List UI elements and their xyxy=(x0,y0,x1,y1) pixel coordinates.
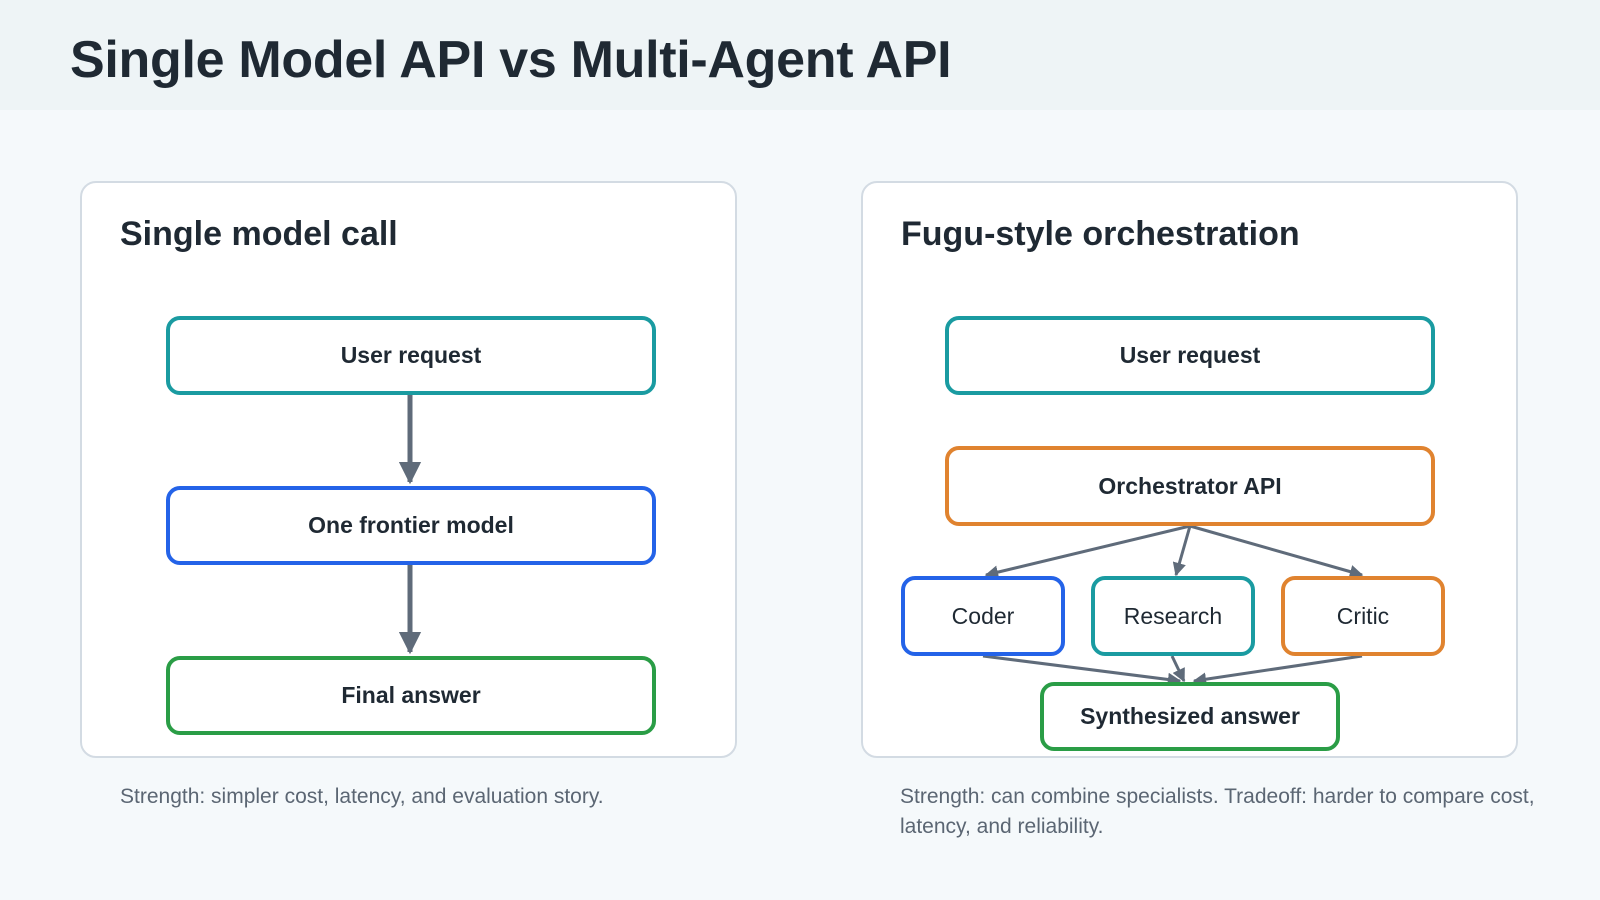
arrow-coder-to-synthesized xyxy=(982,654,1182,687)
final-answer-node: Final answer xyxy=(166,656,656,735)
left-user-request-node: User request xyxy=(166,316,656,395)
arrow-orchestrator-to-critic xyxy=(1189,524,1364,579)
synthesized-answer-node: Synthesized answer xyxy=(1040,682,1340,751)
arrow-research-to-synthesized xyxy=(1170,655,1186,683)
orchestration-caption: Strength: can combine specialists. Trade… xyxy=(900,785,1535,838)
header-band xyxy=(0,0,1600,110)
orchestration-panel-title: Fugu-style orchestration xyxy=(901,215,1300,253)
arrow-critic-to-synthesized xyxy=(1192,654,1363,686)
research-agent-node: Research xyxy=(1091,576,1255,656)
page-title: Single Model API vs Multi-Agent API xyxy=(70,31,952,89)
coder-agent-node: Coder xyxy=(901,576,1065,656)
single-model-caption: Strength: simpler cost, latency, and eva… xyxy=(120,785,604,808)
right-user-request-node: User request xyxy=(945,316,1435,395)
arrow-orchestrator-to-coder xyxy=(984,524,1191,579)
critic-agent-node: Critic xyxy=(1281,576,1445,656)
arrow-orchestrator-to-research xyxy=(1172,525,1192,577)
single-model-panel-title: Single model call xyxy=(120,215,398,253)
orchestrator-node: Orchestrator API xyxy=(945,446,1435,526)
frontier-model-node: One frontier model xyxy=(166,486,656,565)
